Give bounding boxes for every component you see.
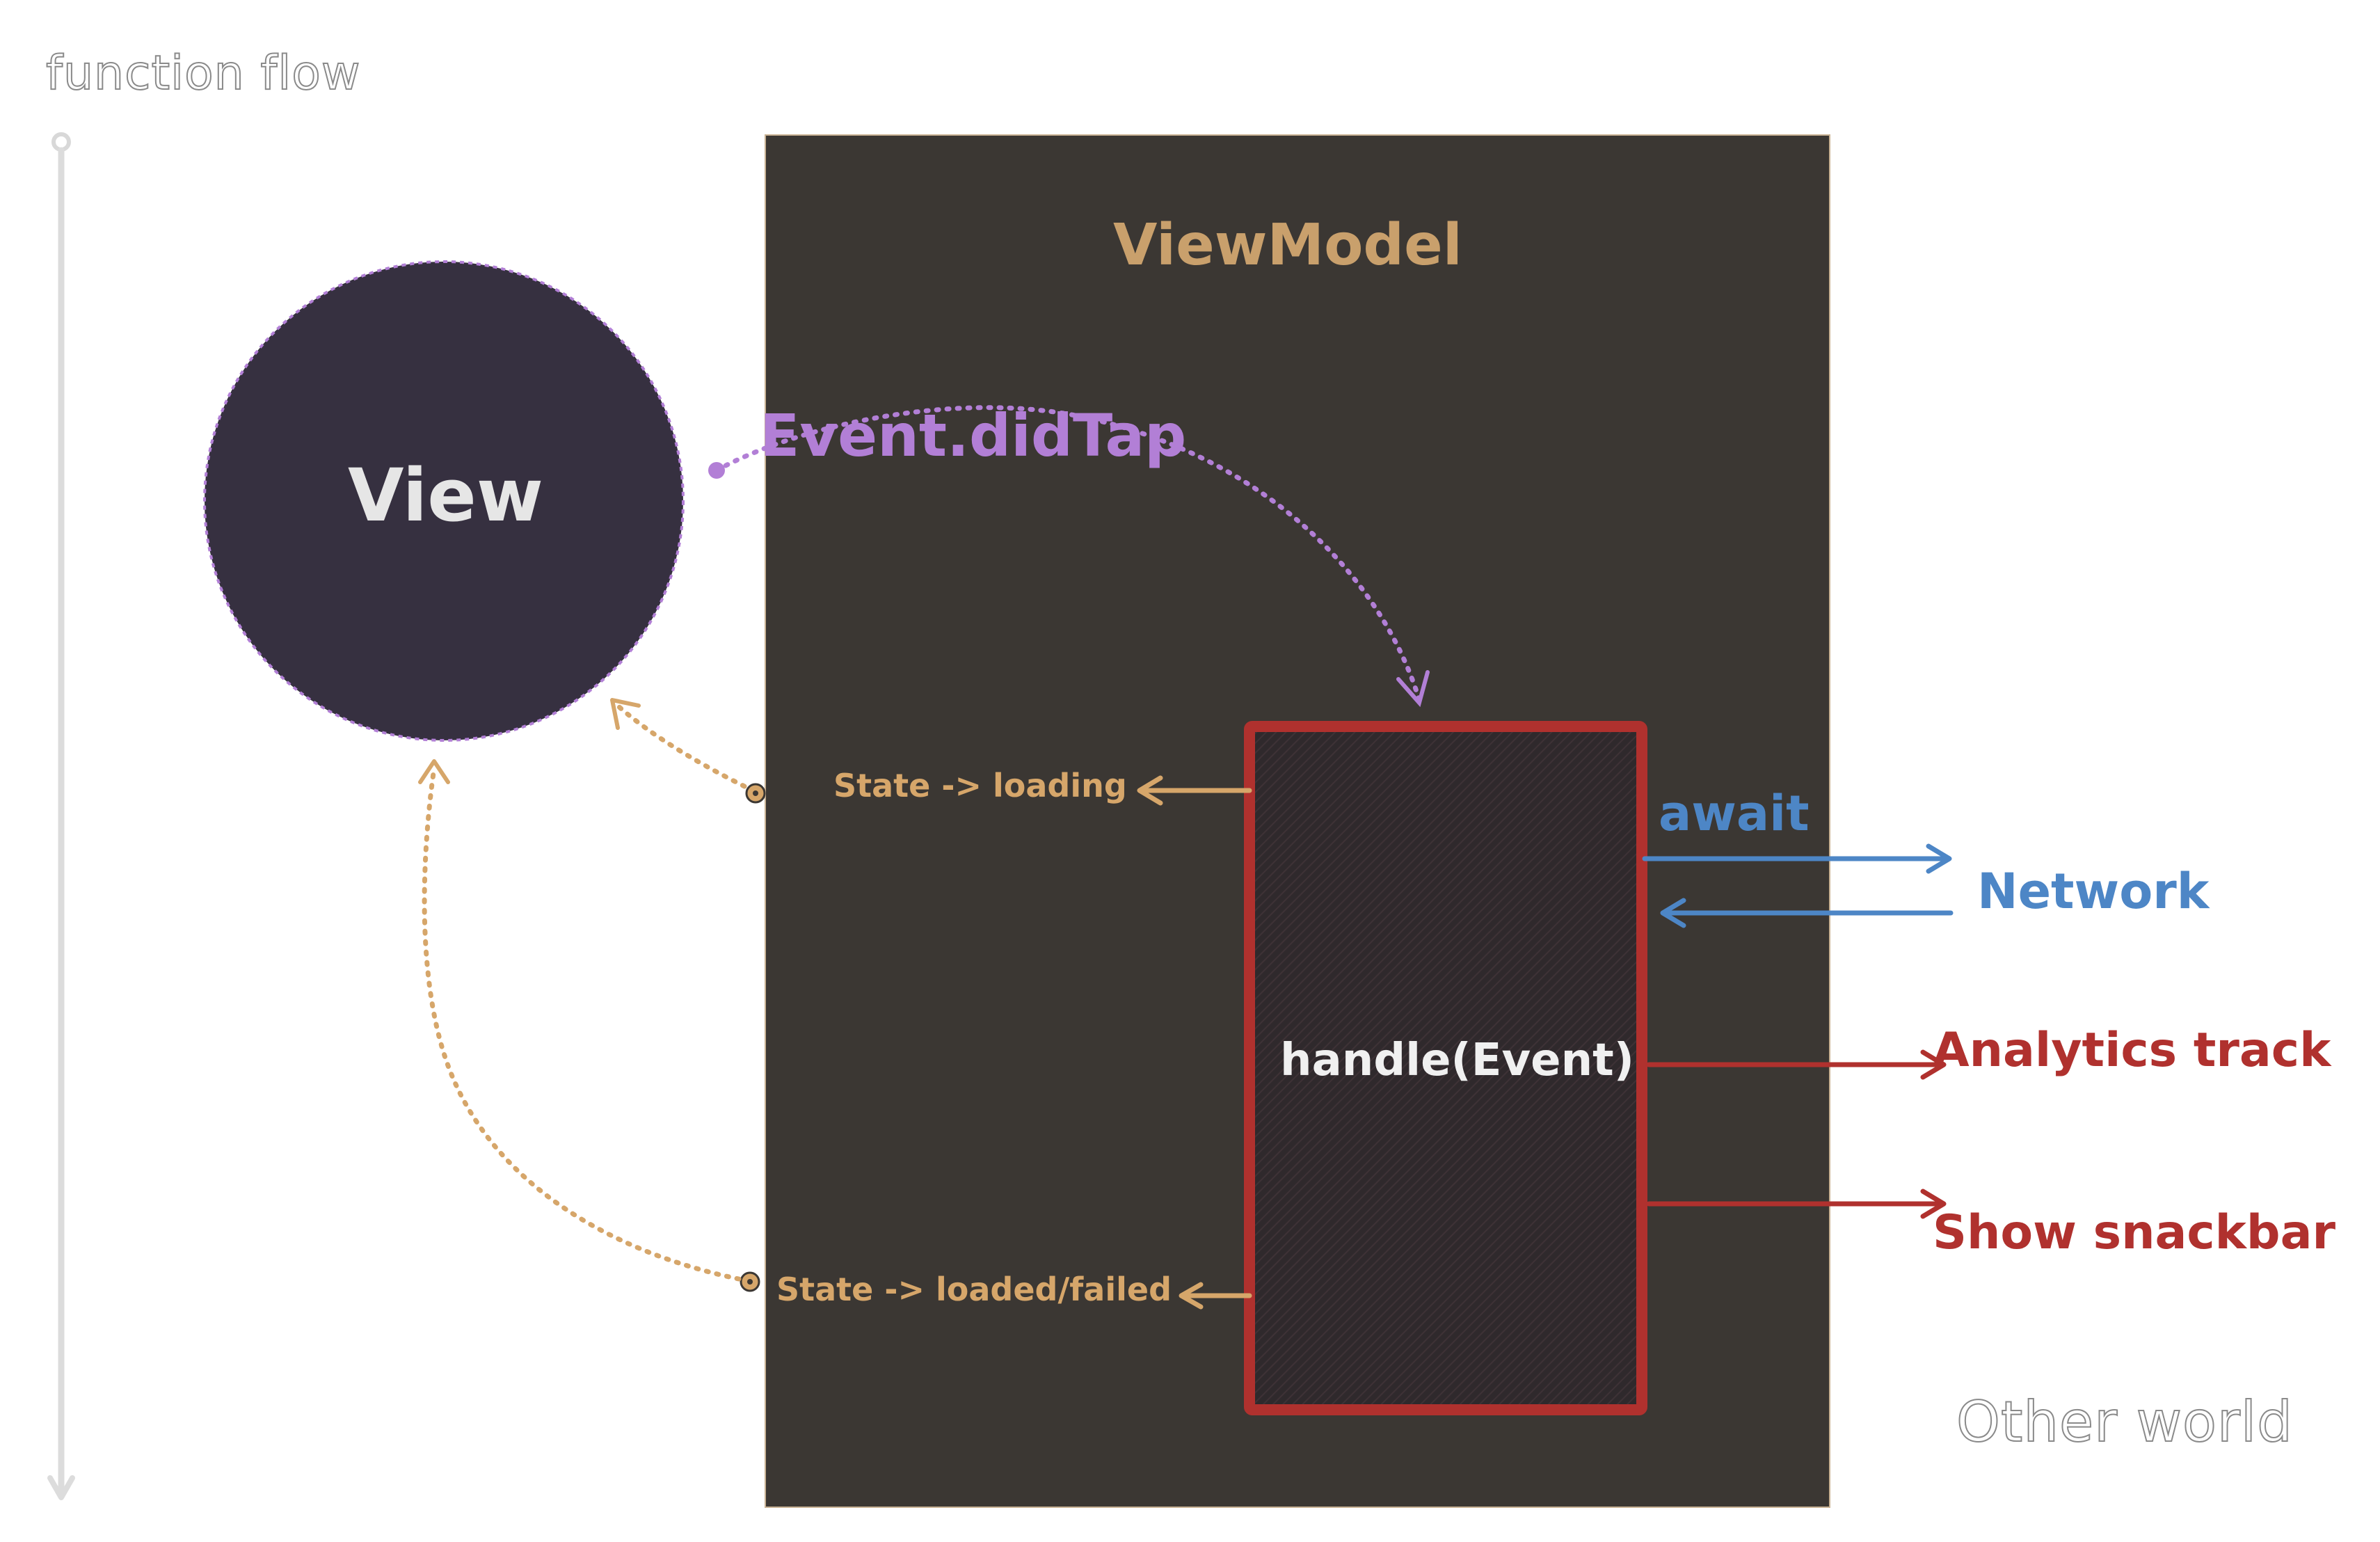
analytics-arrow [1646,1049,1947,1080]
await-arrows [1642,843,1954,928]
state-loaded-label: State -> loaded/failed [776,1271,1172,1308]
snackbar-arrow [1646,1189,1947,1219]
event-arrow [708,405,1430,708]
state-loading-arrow [1137,775,1252,806]
state-loaded-arrow [1179,1282,1252,1310]
handle-box [1244,721,1647,1415]
event-label: Event.didTap [760,402,1187,470]
function-flow-label: function flow [45,46,361,101]
view-circle [203,260,685,742]
state-loading-return-arrow [610,698,766,804]
view-label: View [348,453,543,538]
state-loading-label: State -> loading [833,767,1127,804]
snackbar-label: Show snackbar [1933,1205,2335,1260]
viewmodel-title: ViewModel [1113,212,1462,278]
network-label: Network [1977,863,2210,920]
analytics-label: Analytics track [1933,1023,2331,1078]
other-world-label: Other world [1956,1390,2293,1454]
await-label: await [1659,785,1810,842]
state-loaded-return-arrow [418,759,760,1292]
function-flow-timeline [47,132,75,1500]
handle-label: handle(Event) [1280,1035,1634,1086]
